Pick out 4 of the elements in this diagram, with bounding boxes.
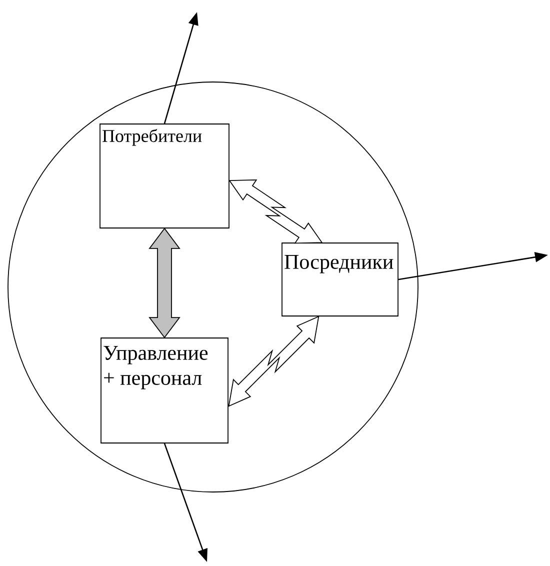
circle [8, 82, 418, 492]
box: Посредники [282, 242, 398, 316]
box: Потребители [100, 124, 230, 228]
box: Управление + персонал [100, 338, 228, 444]
